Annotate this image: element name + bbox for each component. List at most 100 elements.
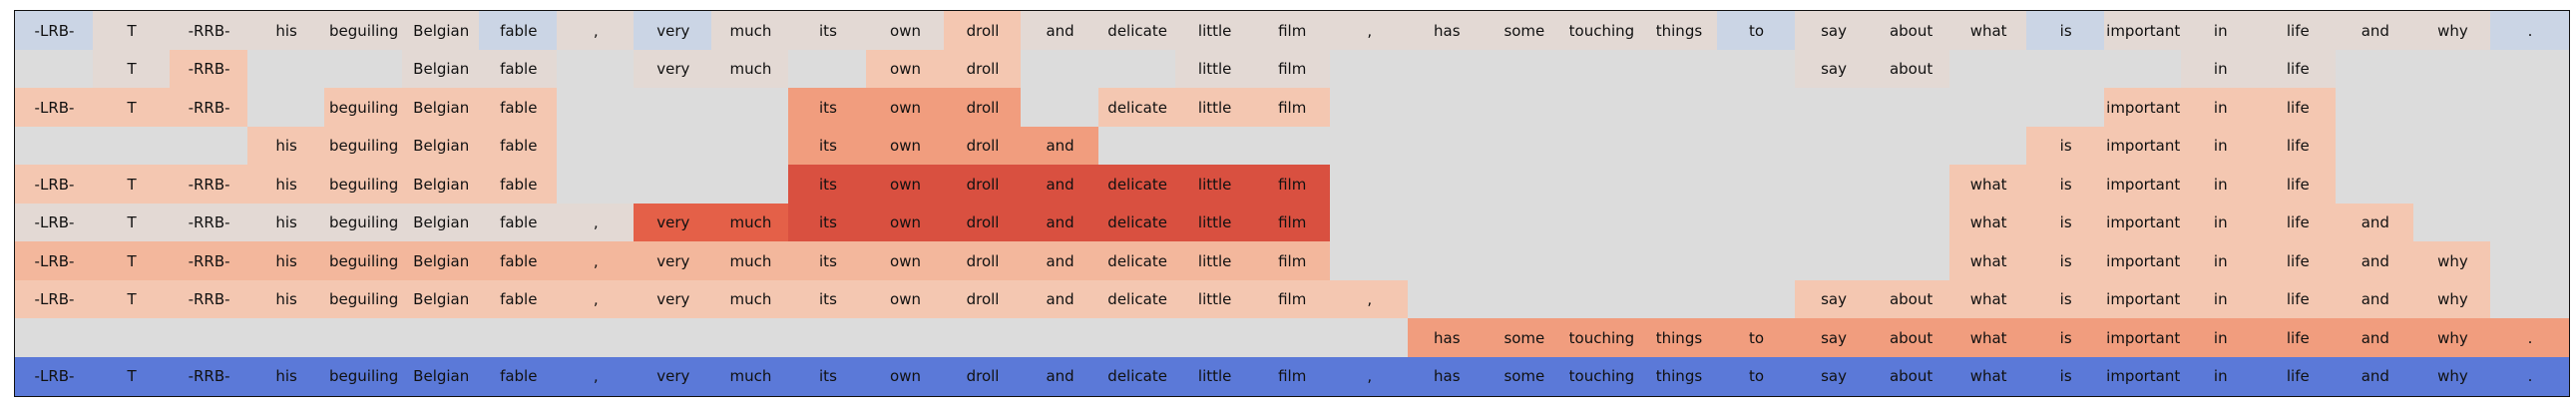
empty-cell [401,318,481,357]
empty-cell [2490,88,2569,127]
token-cell: own [866,165,945,204]
token-cell: delicate [1097,279,1177,319]
token-cell: Belgian [401,241,481,280]
token-cell: its [788,241,868,280]
empty-cell [1561,49,1641,89]
empty-cell [246,49,326,89]
token-cell: some [1485,11,1564,50]
token-cell: . [2490,11,2569,50]
empty-cell [1175,126,1255,166]
empty-cell [556,318,636,357]
empty-cell [1485,88,1564,127]
token-cell: what [1948,11,2028,50]
empty-cell [1639,126,1719,166]
empty-cell [1407,49,1487,89]
token-cell: film [1252,241,1332,280]
token-cell: in [2181,88,2261,127]
token-cell: delicate [1097,165,1177,204]
token-cell: -LRB- [15,165,94,204]
token-cell: Belgian [401,126,481,166]
empty-cell [1485,126,1564,166]
empty-cell [15,49,94,89]
empty-cell [556,88,636,127]
empty-cell [246,88,326,127]
token-cell: . [2490,318,2569,357]
empty-cell [2026,88,2106,127]
empty-cell [1639,241,1719,280]
token-cell: its [788,88,868,127]
token-cell: important [2103,279,2183,319]
token-cell: say [1794,279,1874,319]
token-cell: T [92,165,172,204]
token-cell: , [556,11,636,50]
token-cell: life [2258,279,2338,319]
token-cell: is [2026,203,2106,242]
token-cell: say [1794,318,1874,357]
token-cell: his [246,126,326,166]
empty-cell [1561,279,1641,319]
token-cell: own [866,356,945,396]
token-cell: and [1021,279,1100,319]
token-cell: his [246,356,326,396]
empty-cell [1872,165,1951,204]
token-cell: its [788,11,868,50]
token-cell: Belgian [401,49,481,89]
empty-cell [2490,126,2569,166]
empty-cell [1407,126,1487,166]
empty-cell [246,318,326,357]
empty-cell [479,318,559,357]
token-cell: life [2258,241,2338,280]
token-cell: -RRB- [170,241,249,280]
empty-cell [1330,241,1410,280]
token-cell: little [1175,241,1255,280]
empty-cell [324,49,404,89]
token-cell: little [1175,165,1255,204]
token-cell: very [634,241,713,280]
empty-cell [1330,126,1410,166]
empty-cell [1717,279,1796,319]
token-cell: and [2336,241,2415,280]
token-cell: in [2181,126,2261,166]
empty-cell [1485,241,1564,280]
token-cell: life [2258,318,2338,357]
token-cell: about [1872,356,1951,396]
token-cell: -LRB- [15,279,94,319]
token-cell: fable [479,88,559,127]
empty-cell [710,88,790,127]
token-cell: -RRB- [170,356,249,396]
token-cell: life [2258,203,2338,242]
token-cell: some [1485,356,1564,396]
token-cell: life [2258,88,2338,127]
empty-cell [710,126,790,166]
token-cell: -LRB- [15,88,94,127]
token-cell: his [246,165,326,204]
token-cell: very [634,279,713,319]
token-cell: in [2181,356,2261,396]
token-cell: things [1639,318,1719,357]
token-cell: what [1948,203,2028,242]
token-cell: about [1872,318,1951,357]
token-cell: droll [943,165,1023,204]
empty-cell [2336,126,2415,166]
token-cell: film [1252,49,1332,89]
token-cell: and [2336,356,2415,396]
empty-cell [1561,126,1641,166]
empty-cell [1407,88,1487,127]
token-cell: droll [943,11,1023,50]
token-cell: and [2336,279,2415,319]
token-cell: -RRB- [170,203,249,242]
empty-cell [1330,203,1410,242]
empty-cell [1097,126,1177,166]
token-cell: T [92,49,172,89]
token-cell: life [2258,165,2338,204]
empty-cell [15,126,94,166]
token-cell: droll [943,49,1023,89]
empty-cell [1794,165,1874,204]
token-cell: T [92,203,172,242]
token-cell: -RRB- [170,49,249,89]
empty-cell [1097,318,1177,357]
token-cell: own [866,241,945,280]
token-cell: fable [479,11,559,50]
token-cell: -LRB- [15,203,94,242]
token-cell: -RRB- [170,165,249,204]
